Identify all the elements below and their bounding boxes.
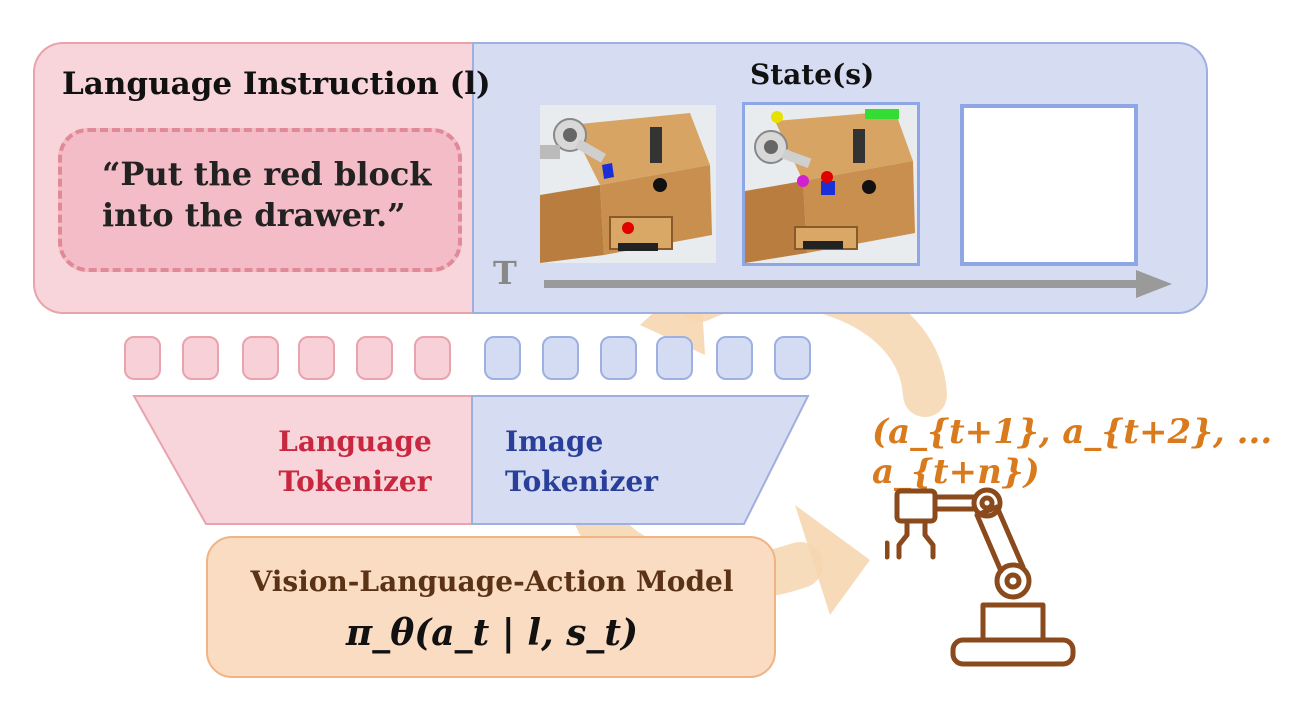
state-frame-2: [742, 102, 920, 266]
action-sequence: (a_{t+1}, a_{t+2}, ... a_{t+n}): [872, 412, 1273, 492]
robot-scene-image-2: [745, 105, 917, 263]
state-frame-1: [540, 105, 716, 263]
instruction-box: [58, 128, 462, 272]
language-tokenizer-line-2: Tokenizer: [278, 465, 432, 498]
language-token: [182, 336, 219, 380]
state-title: State(s): [750, 58, 875, 91]
language-token: [242, 336, 279, 380]
image-token: [774, 336, 811, 380]
image-token: [542, 336, 579, 380]
time-axis-arrow: [544, 270, 1172, 298]
tokenizer-trapezoid: [132, 395, 810, 525]
image-token: [656, 336, 693, 380]
vla-model-box: [206, 536, 776, 678]
instruction-line-2: into the drawer.”: [102, 196, 406, 234]
language-token: [356, 336, 393, 380]
language-tokenizer-label: Language Tokenizer: [245, 422, 465, 502]
language-tokenizer-line-1: Language: [278, 425, 432, 458]
language-token: [414, 336, 451, 380]
robot-arm-icon: [885, 487, 1076, 667]
language-instruction-title: Language Instruction (l): [62, 66, 491, 102]
instruction-line-1: “Put the red block: [102, 155, 432, 193]
time-axis-label: T: [493, 254, 517, 292]
image-token: [484, 336, 521, 380]
robot-scene-image-1: [540, 105, 716, 263]
image-tokenizer-line-2: Tokenizer: [505, 465, 658, 498]
image-token: [716, 336, 753, 380]
image-tokenizer-label: Image Tokenizer: [505, 422, 705, 502]
policy-formula: π_θ(a_t | l, s_t): [345, 612, 639, 654]
state-frame-3-empty: [960, 104, 1138, 266]
image-tokenizer-line-1: Image: [505, 425, 604, 458]
instruction-text: “Put the red block into the drawer.”: [102, 154, 432, 236]
language-token: [298, 336, 335, 380]
image-token: [600, 336, 637, 380]
vla-model-title: Vision-Language-Action Model: [250, 565, 734, 598]
language-token: [124, 336, 161, 380]
